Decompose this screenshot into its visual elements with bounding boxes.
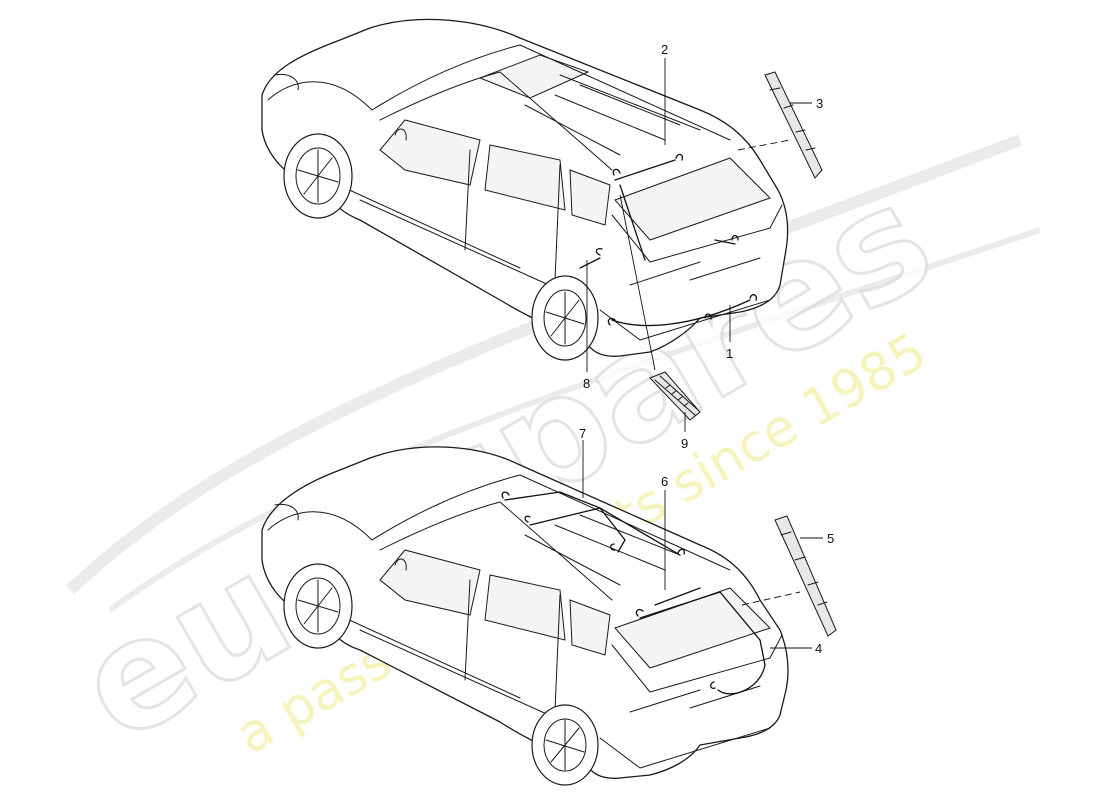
leader-lines (582, 58, 823, 649)
vehicle-bottom-window-front (379, 549, 481, 616)
vehicle-bottom (261, 446, 789, 786)
vehicle-top-headlight (274, 73, 299, 91)
vehicle-bottom-window-mid (484, 574, 566, 641)
vehicle-top-hood (267, 81, 373, 111)
callout-8: 8 (583, 376, 590, 391)
harness-1-rear (579, 153, 758, 327)
vehicle-top-side-lines (344, 187, 561, 291)
callout-2: 2 (661, 42, 668, 57)
vehicle-bottom-front-wheel (283, 563, 353, 649)
part-5-bracket (741, 515, 837, 637)
part-3-dash (737, 139, 791, 151)
vehicle-bottom-roof-edge (371, 474, 731, 571)
callout-1: 1 (726, 346, 733, 361)
vehicle-top-sunroof (478, 54, 590, 99)
callout-7: 7 (579, 426, 586, 441)
callout-4: 4 (815, 641, 822, 656)
callout-5: 5 (827, 531, 834, 546)
part-9-cable (649, 371, 701, 421)
vehicle-top-rear-window (614, 157, 771, 241)
harness-7-roof (501, 491, 686, 556)
vehicle-bottom-roof-lines (524, 514, 681, 586)
vehicle-bottom-side-lines (344, 617, 561, 721)
vehicle-top (261, 18, 789, 371)
watermark-swoosh-inner (108, 227, 1041, 613)
callout-labels: 1 2 3 4 5 6 7 8 9 (579, 42, 834, 656)
callout-6: 6 (661, 474, 668, 489)
vehicle-top-door-lines (464, 149, 561, 281)
vehicle-top-mirror (394, 128, 407, 141)
part-9-link-line (619, 194, 656, 371)
vehicle-bottom-tailgate (611, 634, 783, 693)
vehicle-top-roof-rail-right (559, 74, 701, 131)
part-5-dash (741, 591, 801, 606)
watermark-swoosh (65, 134, 1023, 595)
vehicle-bottom-door-lines (464, 579, 561, 711)
vehicle-bottom-taillights (629, 685, 761, 713)
vehicle-bottom-rear-bumper (599, 727, 771, 769)
vehicle-top-roof-lines (524, 84, 681, 156)
vehicle-top-window-front (379, 119, 481, 186)
vehicle-top-window-rear (569, 169, 611, 226)
vehicle-top-taillights (629, 257, 761, 286)
callout-9: 9 (681, 436, 688, 451)
vehicle-bottom-hood (267, 511, 373, 541)
vehicle-bottom-window-rear (569, 599, 611, 656)
vehicle-bottom-headlight (274, 503, 299, 521)
vehicle-bottom-rear-wheel (531, 704, 599, 786)
part-3-bracket (737, 71, 823, 179)
vehicle-top-tailgate (611, 204, 783, 263)
vehicle-top-window-mid (484, 144, 566, 211)
vehicle-bottom-mirror (394, 558, 407, 571)
vehicle-top-roof-edge (371, 44, 731, 141)
vehicle-top-roof-rail-left (379, 71, 613, 171)
vehicle-top-front-wheel (283, 133, 353, 219)
harness-4-6-tailgate (635, 587, 766, 695)
callout-3: 3 (816, 96, 823, 111)
vehicle-top-rear-wheel (531, 275, 599, 361)
vehicle-bottom-roof-rail-left (379, 501, 613, 601)
